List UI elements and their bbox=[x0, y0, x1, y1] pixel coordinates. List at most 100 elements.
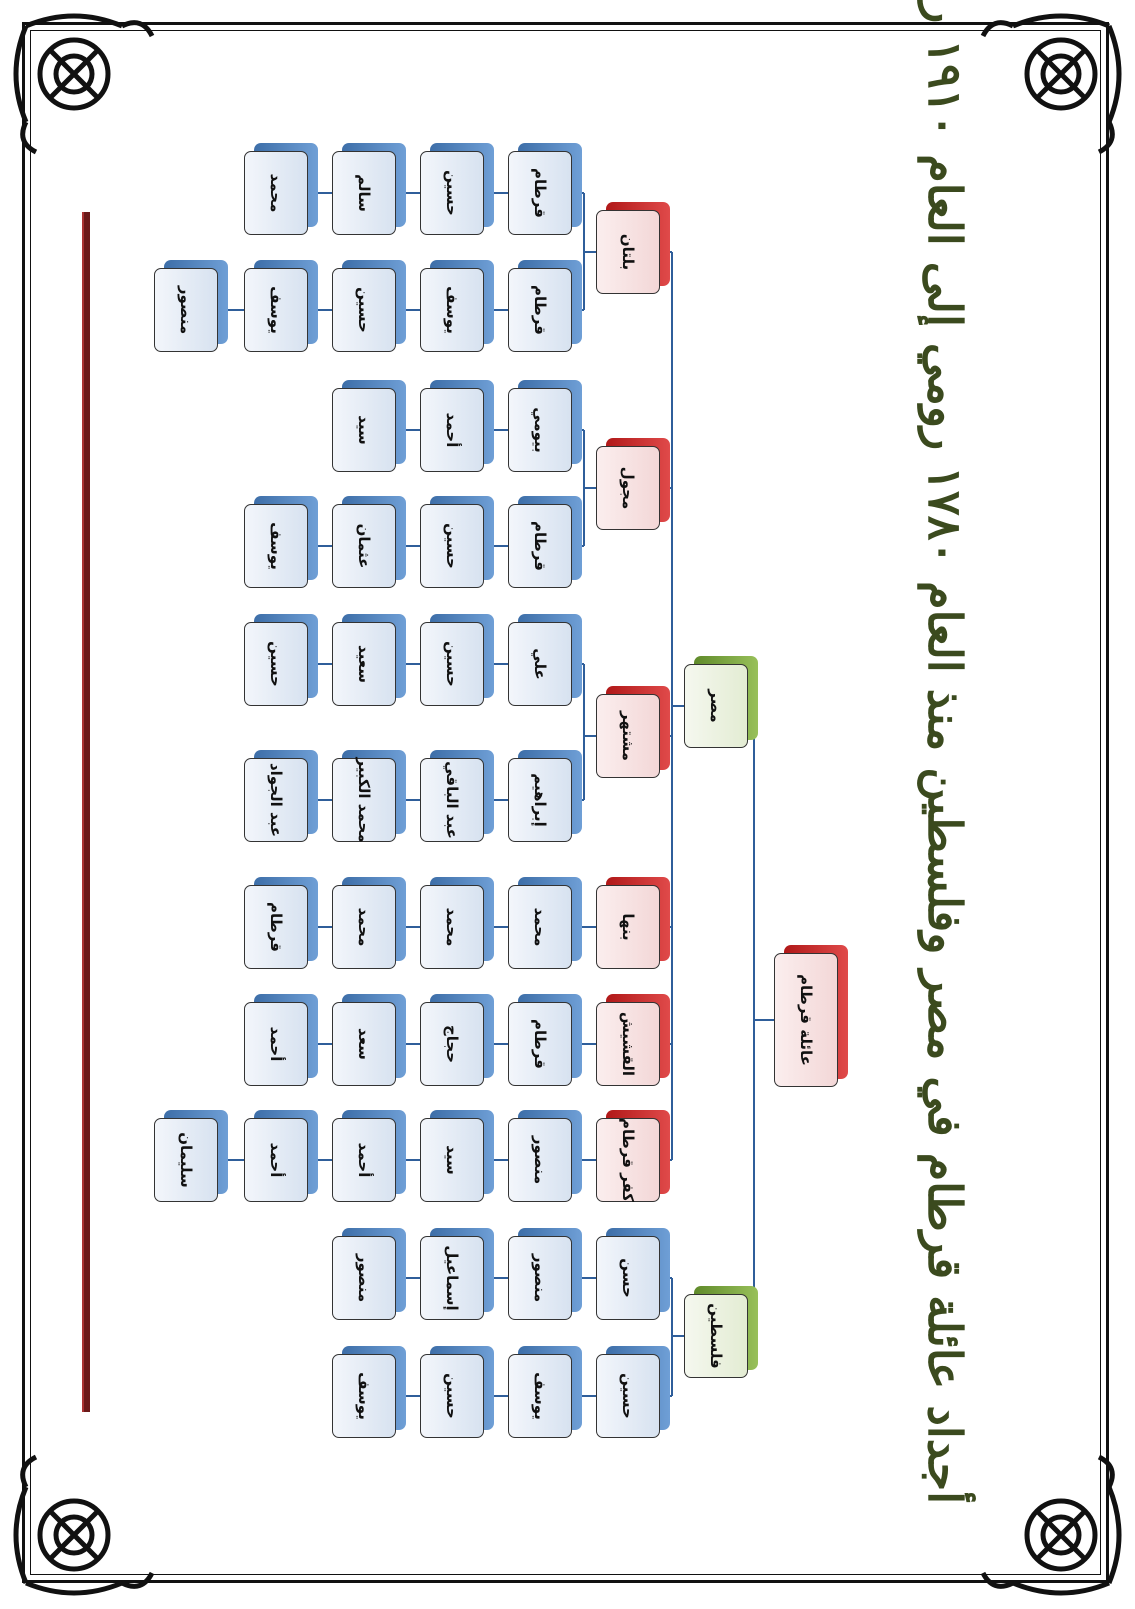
ancestor-node-label: سعيد bbox=[355, 644, 373, 683]
ancestor-node-label: بيومي bbox=[531, 407, 549, 453]
ancestor-node-label: منصور bbox=[531, 1253, 549, 1303]
ancestor-node: عبد الباقي bbox=[420, 750, 494, 842]
ancestor-node-label: يوسف bbox=[267, 522, 285, 570]
village-node: كفر قرطام bbox=[596, 1110, 670, 1202]
ancestor-node-label: قرطام bbox=[531, 521, 549, 571]
ancestor-node: أحمد bbox=[420, 380, 494, 472]
village-node-label: القشيش bbox=[619, 1011, 637, 1077]
ancestor-node: سيد bbox=[420, 1110, 494, 1202]
ancestor-node: يوسف bbox=[508, 1346, 582, 1438]
ancestor-node-label: محمد bbox=[355, 907, 373, 947]
ancestor-node-label: يوسف bbox=[267, 286, 285, 334]
ancestor-node-label: حسن bbox=[619, 1258, 637, 1298]
ancestor-node: قرطام bbox=[508, 994, 582, 1086]
ancestor-node: محمد bbox=[332, 877, 406, 969]
ancestor-node-label: يوسف bbox=[531, 1372, 549, 1420]
ancestor-node: حسين bbox=[420, 143, 494, 235]
ancestor-node: حسن bbox=[596, 1228, 670, 1320]
region-node-egypt: مصر bbox=[684, 656, 758, 748]
ancestor-node-label: قرطام bbox=[267, 902, 285, 952]
ancestor-node: محمد bbox=[420, 877, 494, 969]
ancestor-node: عبد الجواد bbox=[244, 750, 318, 842]
ancestor-node: حسين bbox=[332, 260, 406, 352]
ancestor-node-label: أحمد bbox=[267, 1142, 285, 1178]
ancestor-node-label: إسماعيل bbox=[443, 1245, 461, 1311]
village-node-label: بنها bbox=[619, 913, 637, 941]
village-node-label: مشتهر bbox=[619, 711, 637, 761]
ancestor-node: عثمان bbox=[332, 496, 406, 588]
village-node: بلتان bbox=[596, 202, 670, 294]
ancestor-node: إسماعيل bbox=[420, 1228, 494, 1320]
ancestor-node-label: قرطام bbox=[531, 168, 549, 218]
ancestor-node-label: حسين bbox=[267, 641, 285, 687]
ancestor-node-label: حسين bbox=[443, 523, 461, 569]
ancestor-node: حسين bbox=[420, 614, 494, 706]
ancestor-node-label: إبراهيم bbox=[531, 773, 549, 827]
ancestor-node-label: محمد bbox=[443, 907, 461, 947]
ancestor-node-label: أحمد bbox=[267, 1026, 285, 1062]
ancestor-node: سليمان bbox=[154, 1110, 228, 1202]
ancestor-node: بيومي bbox=[508, 380, 582, 472]
village-node: القشيش bbox=[596, 994, 670, 1086]
ancestor-node: سعد bbox=[332, 994, 406, 1086]
ancestor-node: محمد الكبير bbox=[332, 750, 406, 843]
ancestor-node-label: حسين bbox=[619, 1373, 637, 1419]
ornament-bottom-left-icon bbox=[13, 1454, 155, 1596]
ancestor-node: حجاج bbox=[420, 994, 494, 1086]
ancestor-node-label: يوسف bbox=[355, 1372, 373, 1420]
ancestor-node: سالم bbox=[332, 143, 406, 235]
region-node-palestine-label: فلسطين bbox=[707, 1303, 725, 1369]
village-node: مشتهر bbox=[596, 686, 670, 778]
ancestor-node-label: منصور bbox=[531, 1135, 549, 1185]
ancestor-node: حسين bbox=[596, 1346, 670, 1438]
ancestor-node-label: سليمان bbox=[177, 1132, 195, 1188]
inner-border bbox=[30, 30, 1101, 1575]
ancestor-node-label: علي bbox=[531, 648, 549, 680]
ancestor-node-label: سيد bbox=[443, 1145, 461, 1175]
ancestor-node: قرطام bbox=[508, 143, 582, 235]
ancestor-node-label: محمد bbox=[531, 907, 549, 947]
ancestor-node-label: محمد bbox=[267, 173, 285, 213]
root-node-label: عائلة قرطام bbox=[797, 974, 815, 1066]
ancestor-node: محمد bbox=[244, 143, 318, 235]
ancestor-node-label: يوسف bbox=[443, 286, 461, 334]
region-node-palestine: فلسطين bbox=[684, 1286, 758, 1378]
ancestor-node-label: سالم bbox=[355, 174, 373, 212]
ornament-bottom-right-icon bbox=[980, 1454, 1122, 1596]
ancestor-node: قرطام bbox=[508, 260, 582, 352]
ancestor-node-label: عبد الجواد bbox=[267, 762, 285, 838]
ancestor-node: حسين bbox=[244, 614, 318, 706]
ancestor-node-label: عبد الباقي bbox=[443, 761, 461, 839]
ancestor-node: يوسف bbox=[244, 496, 318, 588]
ancestor-node-label: حسين bbox=[443, 1373, 461, 1419]
village-node: مجول bbox=[596, 438, 670, 530]
ancestor-node-label: حسين bbox=[443, 641, 461, 687]
ancestor-node: قرطام bbox=[244, 877, 318, 969]
ancestor-node-label: قرطام bbox=[531, 1019, 549, 1069]
ornament-top-right-icon bbox=[980, 13, 1122, 155]
ancestor-node: حسين bbox=[420, 1346, 494, 1438]
village-node: بنها bbox=[596, 877, 670, 969]
decorative-divider bbox=[82, 212, 90, 1412]
ancestor-node: محمد bbox=[508, 877, 582, 969]
ancestor-node: منصور bbox=[508, 1228, 582, 1320]
village-node-label: مجول bbox=[619, 466, 637, 510]
ancestor-node-label: أحمد bbox=[355, 1142, 373, 1178]
village-node-label: بلتان bbox=[619, 233, 637, 271]
ancestor-node: يوسف bbox=[332, 1346, 406, 1438]
ancestor-node: أحمد bbox=[244, 994, 318, 1086]
outer-border bbox=[22, 22, 1109, 1583]
ancestor-node: منصور bbox=[332, 1228, 406, 1320]
ancestor-node-label: حسين bbox=[443, 170, 461, 216]
root-node: عائلة قرطام bbox=[774, 945, 848, 1087]
ancestor-node: علي bbox=[508, 614, 582, 706]
ancestor-node-label: سيد bbox=[355, 415, 373, 445]
ancestor-node: منصور bbox=[508, 1110, 582, 1202]
ancestor-node-label: منصور bbox=[355, 1253, 373, 1303]
ancestor-node: سعيد bbox=[332, 614, 406, 706]
ancestor-node-label: منصور bbox=[177, 285, 195, 335]
ancestor-node-label: عثمان bbox=[355, 523, 373, 569]
ancestor-node: يوسف bbox=[420, 260, 494, 352]
ancestor-node: حسين bbox=[420, 496, 494, 588]
